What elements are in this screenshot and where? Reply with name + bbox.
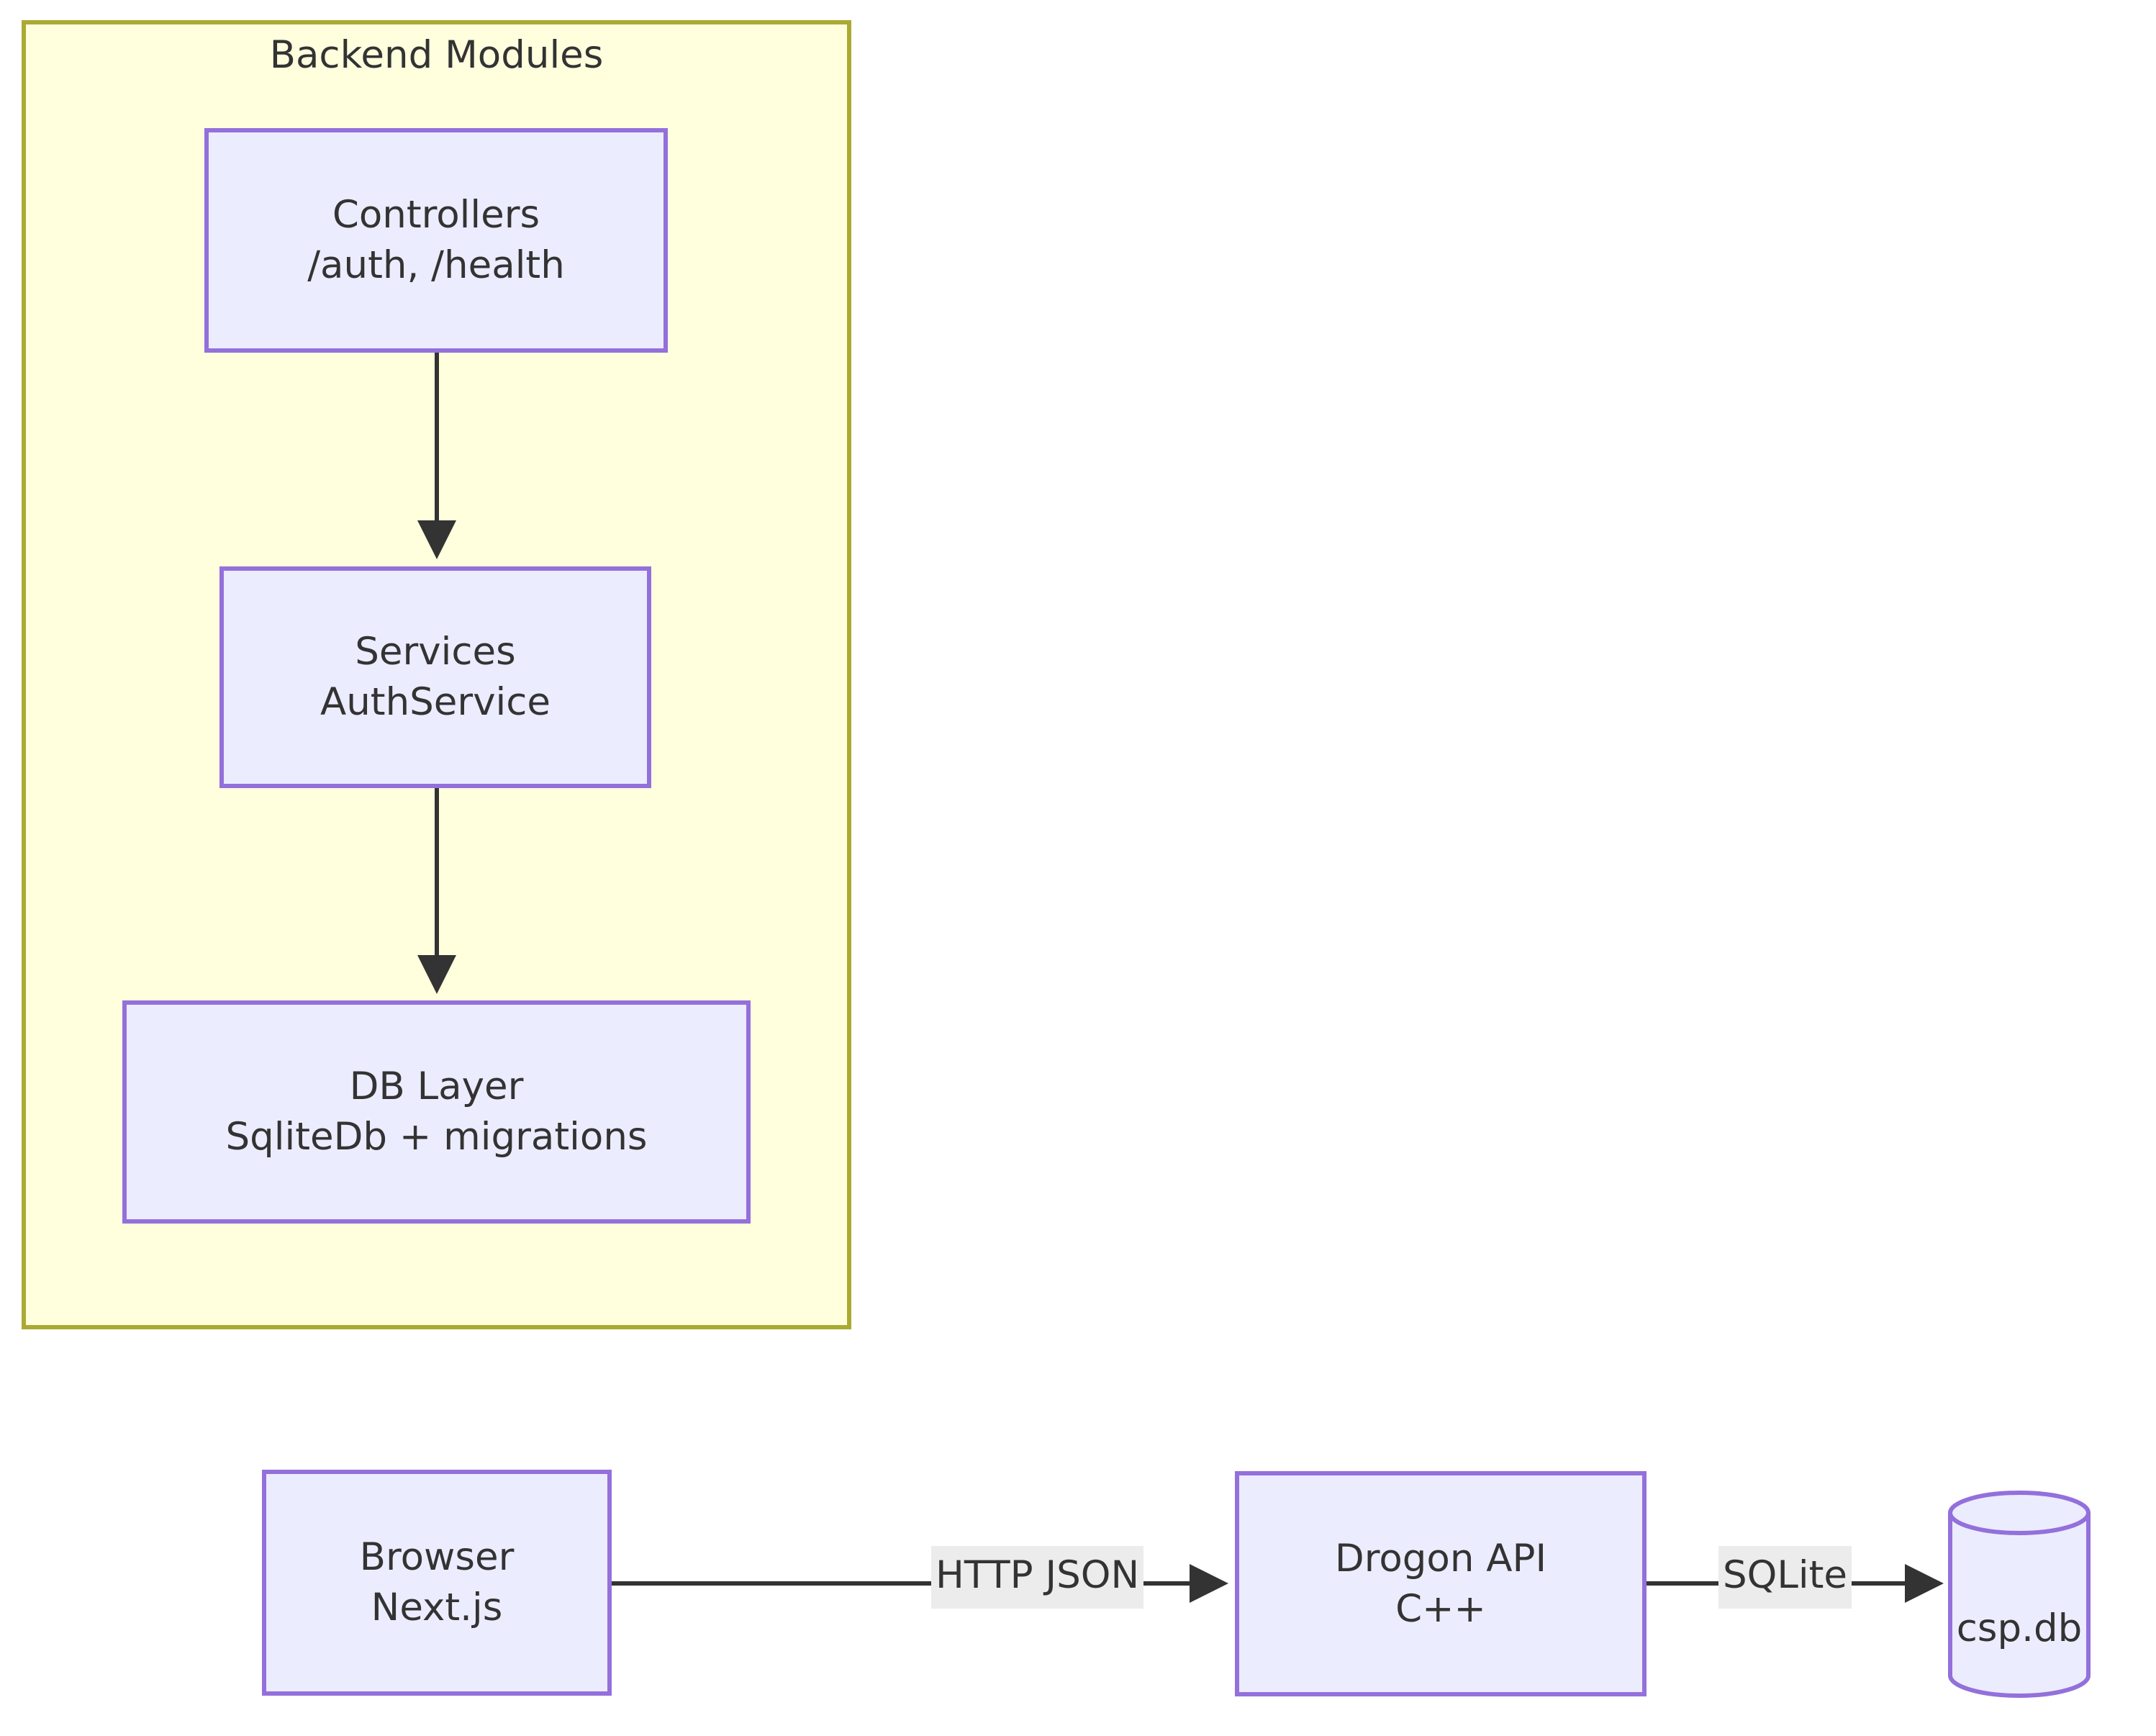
node-db-layer-line1: DB Layer bbox=[349, 1064, 524, 1109]
edge-label-http-json: HTTP JSON bbox=[931, 1546, 1144, 1609]
node-services[interactable]: Services AuthService bbox=[219, 566, 651, 788]
node-db-layer-line2: SqliteDb + migrations bbox=[225, 1115, 648, 1159]
node-drogon-api-line1: Drogon API bbox=[1334, 1536, 1547, 1581]
node-services-line1: Services bbox=[355, 630, 516, 674]
node-controllers[interactable]: Controllers /auth, /health bbox=[204, 128, 668, 353]
node-controllers-line2: /auth, /health bbox=[307, 243, 565, 287]
node-browser-line1: Browser bbox=[359, 1535, 515, 1580]
node-drogon-api[interactable]: Drogon API C++ bbox=[1235, 1471, 1647, 1696]
edge-label-sqlite: SQLite bbox=[1718, 1546, 1852, 1609]
node-csp-db-label: csp.db bbox=[1956, 1606, 2083, 1650]
cylinder-shape bbox=[1948, 1491, 2091, 1698]
node-services-line2: AuthService bbox=[320, 680, 551, 724]
subgraph-title: Backend Modules bbox=[269, 33, 604, 77]
node-browser-line2: Next.js bbox=[371, 1586, 503, 1629]
node-csp-db[interactable]: csp.db bbox=[1947, 1490, 2091, 1699]
node-drogon-api-line2: C++ bbox=[1395, 1586, 1486, 1631]
node-controllers-line1: Controllers bbox=[332, 193, 540, 238]
node-db-layer[interactable]: DB Layer SqliteDb + migrations bbox=[122, 1000, 751, 1224]
node-browser[interactable]: Browser Next.js bbox=[262, 1470, 612, 1696]
